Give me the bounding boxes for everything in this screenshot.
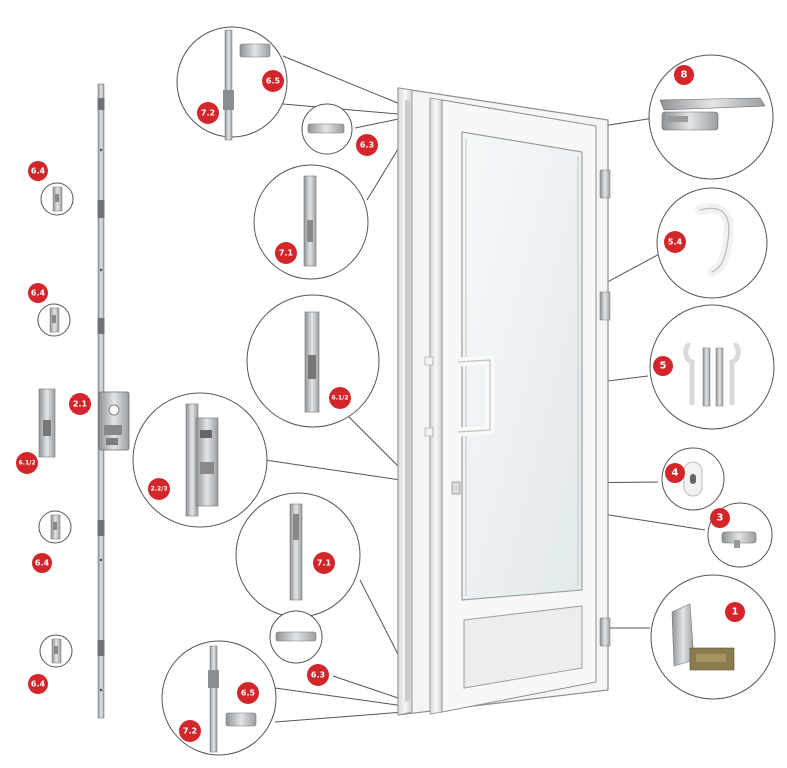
badge-7-2-a: 7.2 <box>197 102 219 124</box>
badge-5-4: 5.4 <box>664 231 686 253</box>
detail-circle-hinge <box>650 574 776 700</box>
badge-6-3-b: 6.3 <box>307 664 329 686</box>
detail-circle-bottom-shoot-bolt <box>161 640 277 756</box>
badge-5: 5 <box>653 356 673 376</box>
svg-text:5: 5 <box>660 361 667 372</box>
svg-text:7.2: 7.2 <box>183 727 197 736</box>
door <box>397 87 611 716</box>
badge-7-1-b: 7.1 <box>313 552 335 574</box>
strike-plate-circle-1 <box>40 182 74 216</box>
svg-text:6.1/2: 6.1/2 <box>19 460 36 467</box>
badge-2-2-3: 2.2/3 <box>148 478 170 500</box>
badges: 6.4 6.4 2.1 6.1/2 6.4 6.4 6.5 7.2 6.3 7.… <box>16 65 745 742</box>
detail-circle-door-handle <box>656 187 768 299</box>
svg-text:6.3: 6.3 <box>311 671 325 680</box>
svg-text:6.5: 6.5 <box>241 689 256 698</box>
badge-6-5-a: 6.5 <box>262 70 284 92</box>
detail-circle-shoot-bolt-lower <box>235 492 361 618</box>
svg-text:6.4: 6.4 <box>31 680 46 689</box>
badge-4: 4 <box>665 463 685 483</box>
detail-circle-keeper-bottom <box>269 610 323 664</box>
svg-text:7.1: 7.1 <box>317 559 332 568</box>
svg-text:6.3: 6.3 <box>360 141 374 150</box>
strike-plate-circle-4 <box>39 634 73 668</box>
svg-text:2.2/3: 2.2/3 <box>151 486 168 493</box>
strike-plate-circle-3 <box>38 510 72 544</box>
badge-6-1-2-b: 6.1/2 <box>329 387 351 409</box>
svg-text:2.1: 2.1 <box>73 400 88 409</box>
svg-text:6.5: 6.5 <box>266 77 281 86</box>
detail-circle-door-closer <box>648 54 774 180</box>
badge-6-4-d: 6.4 <box>28 674 48 694</box>
detail-circle-lever-handles <box>649 304 775 430</box>
svg-text:6.4: 6.4 <box>35 559 50 568</box>
svg-text:1: 1 <box>732 607 739 618</box>
badge-3: 3 <box>710 508 730 528</box>
badge-6-4-c: 6.4 <box>32 553 52 573</box>
svg-text:4: 4 <box>672 468 679 479</box>
badge-7-1-a: 7.1 <box>275 242 297 264</box>
badge-2-1: 2.1 <box>69 393 91 415</box>
svg-text:7.1: 7.1 <box>279 249 294 258</box>
svg-text:6.4: 6.4 <box>31 167 46 176</box>
svg-text:7.2: 7.2 <box>201 109 215 118</box>
multipoint-lock-case <box>98 391 130 451</box>
detail-circle-keeper-top <box>301 103 353 155</box>
main-strike-plate <box>38 388 56 458</box>
badge-6-1-2-a: 6.1/2 <box>16 452 38 474</box>
badge-6-3-a: 6.3 <box>356 134 378 156</box>
badge-7-2-b: 7.2 <box>179 720 201 742</box>
svg-text:8: 8 <box>681 70 688 81</box>
badge-6-4-b: 6.4 <box>28 283 48 303</box>
strike-plate-circle-2 <box>37 303 71 337</box>
svg-text:6.1/2: 6.1/2 <box>332 395 349 402</box>
badge-6-4-a: 6.4 <box>28 161 48 181</box>
svg-text:5.4: 5.4 <box>668 238 683 247</box>
svg-text:3: 3 <box>717 513 724 524</box>
detail-circle-strike <box>246 294 380 428</box>
detail-circle-lock-body <box>132 392 268 528</box>
badge-8: 8 <box>674 65 694 85</box>
svg-text:6.4: 6.4 <box>31 289 46 298</box>
badge-6-5-b: 6.5 <box>237 682 259 704</box>
badge-1: 1 <box>725 602 745 622</box>
detail-circle-shoot-bolt-upper <box>253 164 369 280</box>
